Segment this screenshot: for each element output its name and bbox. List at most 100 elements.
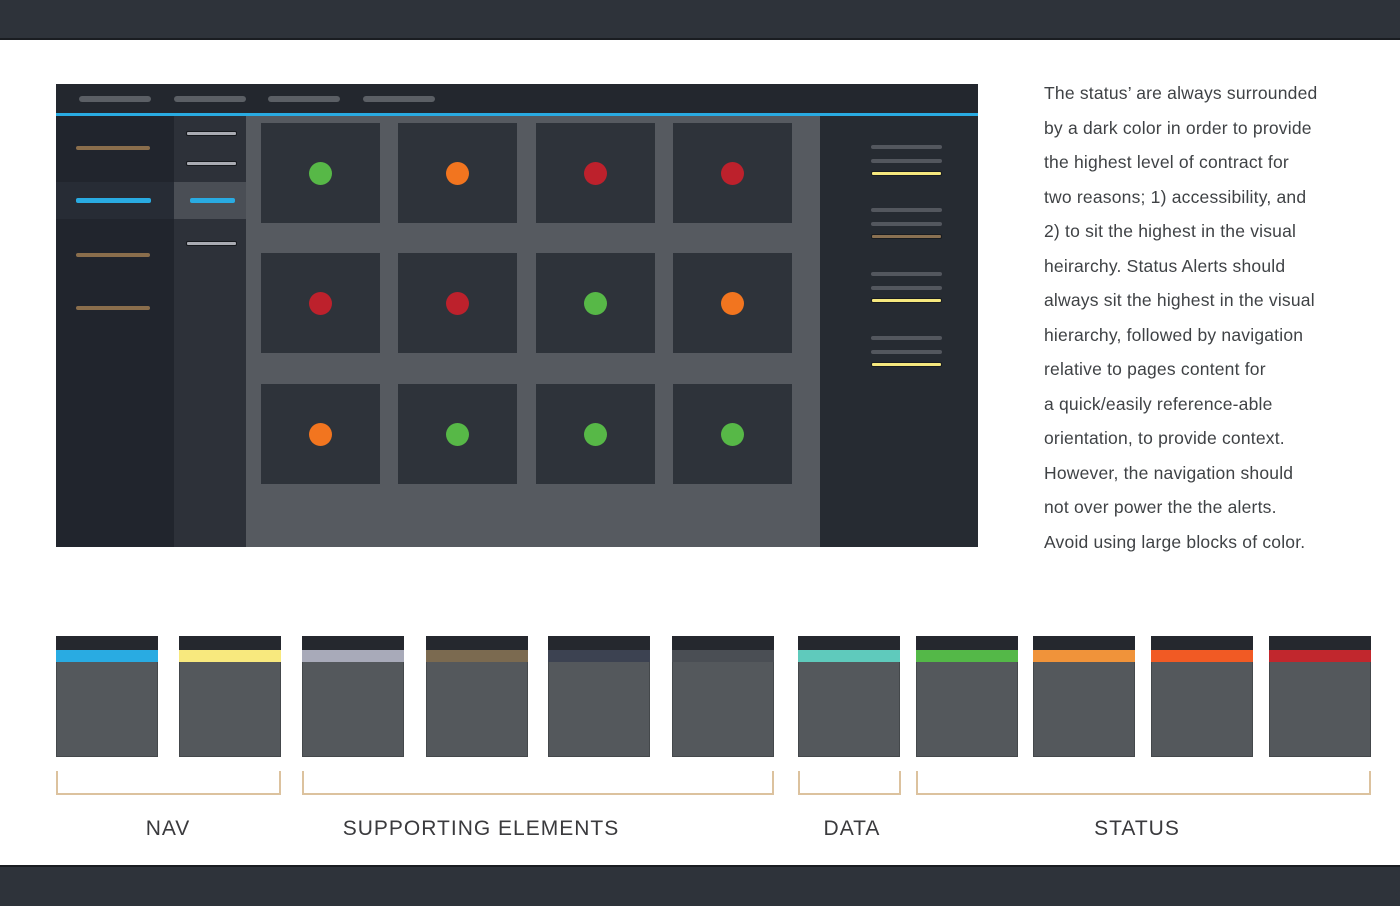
- status-card: [261, 253, 380, 353]
- status-card: [398, 253, 517, 353]
- swatch-color-stripe: [426, 650, 528, 662]
- topnav-placeholder-line: [363, 96, 435, 102]
- sidebar-active-item: [56, 182, 174, 219]
- swatch-body: [672, 662, 774, 757]
- panel-line-gray: [871, 350, 942, 354]
- swatch-header: [1269, 636, 1371, 650]
- swatch-header: [179, 636, 281, 650]
- palette-group-bracket: [798, 771, 901, 795]
- palette-group-bracket: [56, 771, 281, 795]
- panel-line-gray: [871, 208, 942, 212]
- swatch-body: [916, 662, 1018, 757]
- swatch-body: [56, 662, 158, 757]
- annotation-line: two reasons; 1) accessibility, and: [1044, 186, 1307, 207]
- swatch-body: [426, 662, 528, 757]
- swatch-nav-yellow: [179, 636, 281, 757]
- swatch-color-stripe: [179, 650, 281, 662]
- accent-line: [56, 113, 978, 116]
- swatch-nav-blue: [56, 636, 158, 757]
- status-dot-green: [584, 422, 607, 446]
- sidebar-item-line: [76, 306, 150, 310]
- swatch-body: [1151, 662, 1253, 757]
- annotation-line: hierarchy, followed by navigation: [1044, 324, 1304, 345]
- swatch-color-stripe: [56, 650, 158, 662]
- mockup-right-panel: [820, 116, 978, 547]
- swatch-supporting-slate: [548, 636, 650, 757]
- palette-group-label: NAV: [145, 817, 191, 840]
- palette-group-label: SUPPORTING ELEMENTS: [342, 817, 620, 840]
- panel-line-gray: [871, 336, 942, 340]
- swatch-color-stripe: [302, 650, 404, 662]
- status-dot-red: [446, 291, 469, 315]
- page-bottom-bar: [0, 865, 1400, 906]
- swatch-header: [798, 636, 900, 650]
- annotation-line: heirarchy. Status Alerts should: [1044, 255, 1286, 276]
- swatch-color-stripe: [1269, 650, 1371, 662]
- swatch-data-teal: [798, 636, 900, 757]
- swatch-body: [302, 662, 404, 757]
- annotation-line: always sit the highest in the visual: [1044, 290, 1315, 310]
- mockup-topnav: [56, 84, 978, 113]
- swatch-status-orange: [1151, 636, 1253, 757]
- annotation-line: 2) to sit the highest in the visual: [1044, 221, 1297, 241]
- status-card: [536, 123, 655, 223]
- swatch-header: [302, 636, 404, 650]
- swatch-header: [426, 636, 528, 650]
- annotation-line: a quick/easily reference-able: [1044, 393, 1273, 414]
- status-card: [398, 123, 517, 223]
- status-card: [673, 384, 792, 484]
- subnav-active-line: [190, 198, 235, 203]
- status-dot-red: [584, 161, 607, 185]
- swatch-body: [798, 662, 900, 757]
- mockup-sidebar: [56, 116, 174, 547]
- subnav-active-item: [174, 182, 246, 219]
- swatch-body: [179, 662, 281, 757]
- status-dot-orange: [309, 422, 332, 446]
- swatch-supporting-brown: [426, 636, 528, 757]
- dashboard-mockup: [56, 84, 978, 547]
- annotation-line: not over power the the alerts.: [1044, 497, 1277, 517]
- swatch-header: [548, 636, 650, 650]
- swatch-color-stripe: [672, 650, 774, 662]
- status-dot-orange: [721, 291, 744, 315]
- palette-group-bracket: [302, 771, 774, 795]
- panel-line-gray: [871, 286, 942, 290]
- swatch-color-stripe: [798, 650, 900, 662]
- topnav-placeholder-line: [174, 96, 246, 102]
- annotation-text: The status’ are always surrounded by a da…: [1044, 76, 1389, 559]
- mockup-content-grid: [246, 116, 820, 547]
- swatch-body: [1269, 662, 1371, 757]
- status-card: [536, 384, 655, 484]
- annotation-line: The status’ are always surrounded: [1044, 83, 1318, 103]
- swatch-color-stripe: [916, 650, 1018, 662]
- swatch-header: [56, 636, 158, 650]
- annotation-line: by a dark color in order to provide: [1044, 117, 1312, 138]
- panel-line-brown: [871, 234, 942, 239]
- swatch-body: [548, 662, 650, 757]
- status-dot-red: [309, 291, 332, 315]
- panel-line-yellow: [871, 171, 942, 176]
- swatch-supporting-dark-gray: [672, 636, 774, 757]
- annotation-line: the highest level of contract for: [1044, 152, 1289, 172]
- swatch-body: [1033, 662, 1135, 757]
- swatch-color-stripe: [548, 650, 650, 662]
- panel-line-yellow: [871, 362, 942, 367]
- swatch-header: [916, 636, 1018, 650]
- status-card: [673, 253, 792, 353]
- swatch-color-stripe: [1033, 650, 1135, 662]
- topnav-placeholder-line: [268, 96, 340, 102]
- annotation-line: orientation, to provide context.: [1044, 428, 1285, 448]
- status-card: [673, 123, 792, 223]
- status-dot-green: [721, 422, 744, 446]
- palette-group-bracket: [916, 771, 1371, 795]
- status-dot-green: [309, 161, 332, 185]
- status-card: [536, 253, 655, 353]
- annotation-line: Avoid using large blocks of color.: [1044, 531, 1306, 552]
- swatch-status-green: [916, 636, 1018, 757]
- panel-line-gray: [871, 145, 942, 149]
- panel-line-gray: [871, 222, 942, 226]
- subnav-item-line: [186, 131, 237, 136]
- status-dot-orange: [446, 161, 469, 185]
- swatch-status-light-orange: [1033, 636, 1135, 757]
